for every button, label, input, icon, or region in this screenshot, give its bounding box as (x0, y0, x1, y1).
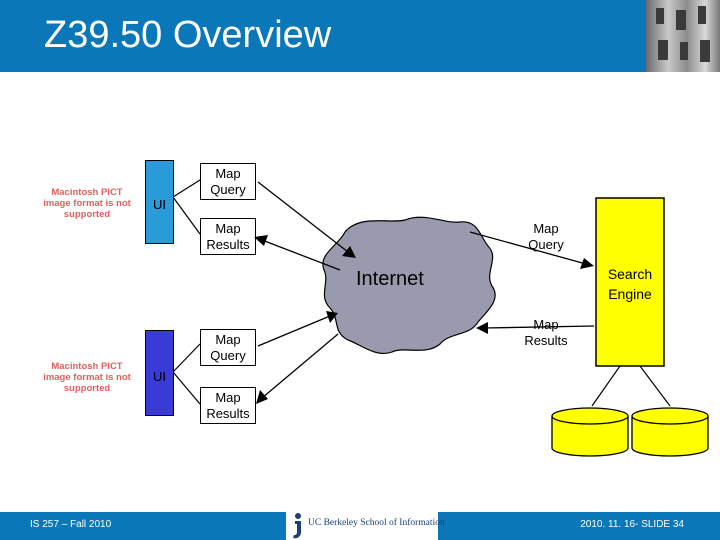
search-engine-label: Search Engine (607, 266, 653, 302)
ui-top-label: UI (153, 197, 166, 212)
ischool-logo: UC Berkeley School of Information (286, 510, 445, 540)
right-map-query-label: Map Query (528, 221, 564, 252)
internet-label: Internet (356, 268, 424, 290)
slide-header (0, 0, 720, 72)
pict-placeholder-bottom: Macintosh PICT image format is not suppo… (43, 361, 131, 394)
ui-box-top: UI (145, 160, 174, 244)
bottom-map-results-box: Map Results (200, 387, 256, 424)
ui-bottom-label: UI (153, 369, 166, 384)
slide-title: Z39.50 Overview (44, 14, 332, 56)
course-label: IS 257 – Fall 2010 (30, 519, 112, 530)
database-left-icon (551, 407, 629, 457)
bottom-map-query-box: Map Query (200, 329, 256, 366)
database-right-icon (631, 407, 709, 457)
search-engine-box (595, 197, 665, 367)
pict-placeholder-top: Macintosh PICT image format is not suppo… (43, 187, 131, 220)
ui-box-bottom: UI (145, 330, 174, 416)
right-map-results-label: Map Results (524, 317, 568, 348)
logo-text: UC Berkeley School of Information (308, 518, 445, 528)
header-photo (646, 0, 720, 72)
slide-number: 2010. 11. 16- SLIDE 34 (580, 519, 684, 530)
internet-cloud (322, 216, 496, 354)
ischool-logo-icon (293, 513, 301, 539)
top-map-query-box: Map Query (200, 163, 256, 200)
top-map-results-box: Map Results (200, 218, 256, 255)
